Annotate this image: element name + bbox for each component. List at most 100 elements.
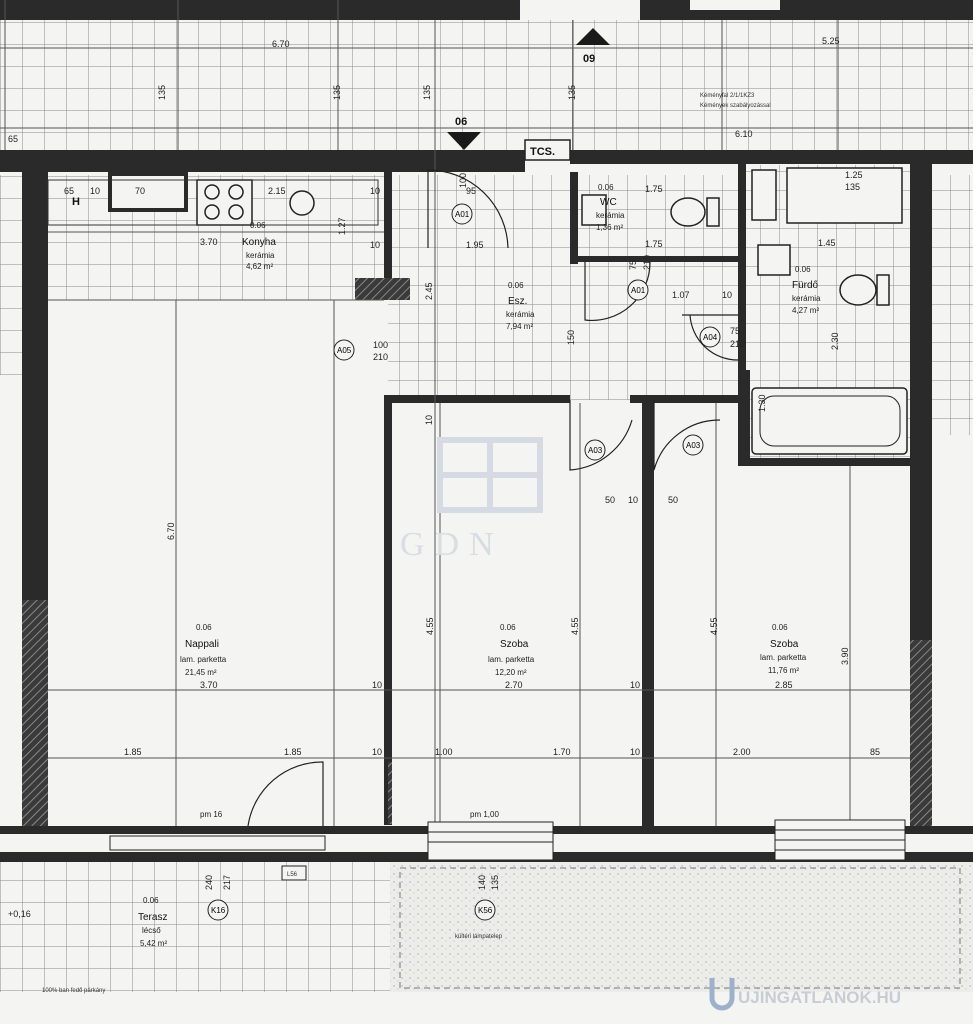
svg-text:0.06: 0.06	[500, 623, 516, 632]
top-wall-strip	[0, 0, 973, 20]
svg-text:0.06: 0.06	[250, 221, 266, 230]
room-furdo: 0.06 Fürdő kerámia 4,27 m²	[792, 265, 821, 315]
svg-text:A03: A03	[686, 441, 701, 450]
svg-text:A03: A03	[588, 446, 603, 455]
door-tag-k16: K16	[207, 899, 229, 921]
svg-text:210: 210	[373, 352, 388, 362]
svg-text:4.55: 4.55	[425, 617, 435, 635]
svg-text:135: 135	[845, 182, 860, 192]
svg-text:1.70: 1.70	[553, 747, 571, 757]
top-right-note-2: Kémények szabályozással	[700, 103, 771, 109]
svg-text:4.55: 4.55	[709, 617, 719, 635]
svg-text:A05: A05	[337, 346, 352, 355]
svg-text:Esz.: Esz.	[508, 296, 527, 307]
svg-text:kerámia: kerámia	[596, 211, 625, 220]
svg-text:09: 09	[583, 53, 595, 65]
hatched-wall-3	[22, 600, 48, 826]
svg-text:2.70: 2.70	[505, 680, 523, 690]
bathroom-sink	[757, 244, 791, 276]
svg-text:1.85: 1.85	[124, 747, 142, 757]
svg-text:135: 135	[422, 85, 432, 100]
svg-text:5,42 m²: 5,42 m²	[140, 939, 167, 948]
svg-text:5.25: 5.25	[822, 36, 840, 46]
svg-text:kerámia: kerámia	[506, 310, 535, 319]
svg-text:3.70: 3.70	[200, 680, 218, 690]
svg-text:4,62 m²: 4,62 m²	[246, 262, 273, 271]
svg-text:kerámia: kerámia	[792, 294, 821, 303]
door-tags: A01 A05 A03 A03 A01 A04 K16 K56	[207, 203, 721, 921]
door-tag-a01-1: A01	[451, 203, 473, 225]
svg-text:210: 210	[642, 255, 652, 270]
svg-text:Fürdő: Fürdő	[792, 280, 819, 291]
svg-text:11,76 m²: 11,76 m²	[768, 666, 799, 675]
room-esz: 0.06 Esz. kerámia 7,94 m²	[506, 281, 535, 331]
bathroom-cabinet	[786, 167, 903, 224]
site-logo: UJINGATLANOK.HU	[709, 978, 901, 1011]
h-label: H	[72, 196, 80, 208]
door-tag-a05: A05	[333, 339, 355, 361]
room-nappali: 0.06 Nappali lam. parketta 21,45 m² 3.70	[180, 623, 227, 690]
svg-text:10: 10	[370, 240, 380, 250]
door-tag-a03-2: A03	[682, 434, 704, 456]
svg-text:2.45: 2.45	[424, 282, 434, 300]
room-szoba-1: 0.06 Szoba lam. parketta 12,20 m² 2.70	[488, 623, 535, 690]
svg-text:100: 100	[373, 340, 388, 350]
svg-text:0.06: 0.06	[795, 265, 811, 274]
wc-sink	[581, 194, 607, 226]
svg-text:1.75: 1.75	[645, 239, 663, 249]
svg-text:Terasz: Terasz	[138, 912, 167, 923]
svg-text:135: 135	[332, 85, 342, 100]
svg-text:135: 135	[157, 85, 167, 100]
svg-text:Konyha: Konyha	[242, 237, 276, 248]
svg-text:12,20 m²: 12,20 m²	[495, 668, 527, 677]
terrace-note: 100% ban fedő párkány	[42, 988, 105, 994]
svg-text:0.06: 0.06	[598, 183, 614, 192]
svg-text:2.15: 2.15	[268, 186, 286, 196]
svg-text:10: 10	[370, 186, 380, 196]
svg-text:75: 75	[730, 326, 740, 336]
svg-text:0.06: 0.06	[143, 896, 159, 905]
svg-text:50: 50	[605, 495, 615, 505]
svg-text:150: 150	[566, 330, 576, 345]
garden-boundary	[399, 867, 961, 989]
pm100-label: pm 1,00	[470, 810, 499, 819]
svg-text:2.85: 2.85	[775, 680, 793, 690]
svg-text:0.06: 0.06	[196, 623, 212, 632]
svg-text:7,94 m²: 7,94 m²	[506, 322, 533, 331]
door-tag-k56: K56	[474, 899, 496, 921]
svg-text:2.00: 2.00	[733, 747, 751, 757]
left-strip-floor	[0, 175, 22, 375]
svg-text:1.07: 1.07	[672, 290, 690, 300]
svg-text:210: 210	[730, 339, 745, 349]
svg-text:1.25: 1.25	[845, 170, 863, 180]
door-tag-a01-2: A01	[627, 279, 649, 301]
room-wc: 0.06 WC kerámia 1,36 m²	[596, 183, 625, 232]
terrace-floor	[0, 862, 390, 992]
l56-box	[281, 865, 307, 881]
svg-text:6.70: 6.70	[272, 39, 290, 49]
tcs-label: TCS.	[530, 146, 555, 158]
hatched-wall-4	[910, 640, 932, 826]
top-wall-gap-2	[690, 0, 780, 10]
svg-text:1.75: 1.75	[645, 184, 663, 194]
pm16-label: pm 16	[200, 810, 223, 819]
gdn-watermark: GDN	[400, 437, 543, 563]
svg-text:lam. parketta: lam. parketta	[760, 653, 807, 662]
svg-text:4.55: 4.55	[570, 617, 580, 635]
svg-text:3.90: 3.90	[840, 647, 850, 665]
svg-text:50: 50	[668, 495, 678, 505]
svg-text:0.06: 0.06	[772, 623, 788, 632]
room-terasz: 0.06 Terasz lécső 5,42 m²	[138, 896, 167, 948]
thin-lines	[0, 0, 973, 826]
svg-text:kerámia: kerámia	[246, 251, 275, 260]
svg-text:217: 217	[222, 875, 232, 890]
svg-text:Szoba: Szoba	[500, 639, 529, 650]
svg-text:1.45: 1.45	[818, 238, 836, 248]
svg-text:65: 65	[64, 186, 74, 196]
svg-text:65: 65	[8, 134, 18, 144]
garden-area	[390, 862, 973, 992]
top-corridor-tiles	[0, 0, 973, 150]
svg-text:75: 75	[628, 260, 638, 270]
svg-text:3.70: 3.70	[200, 237, 218, 247]
